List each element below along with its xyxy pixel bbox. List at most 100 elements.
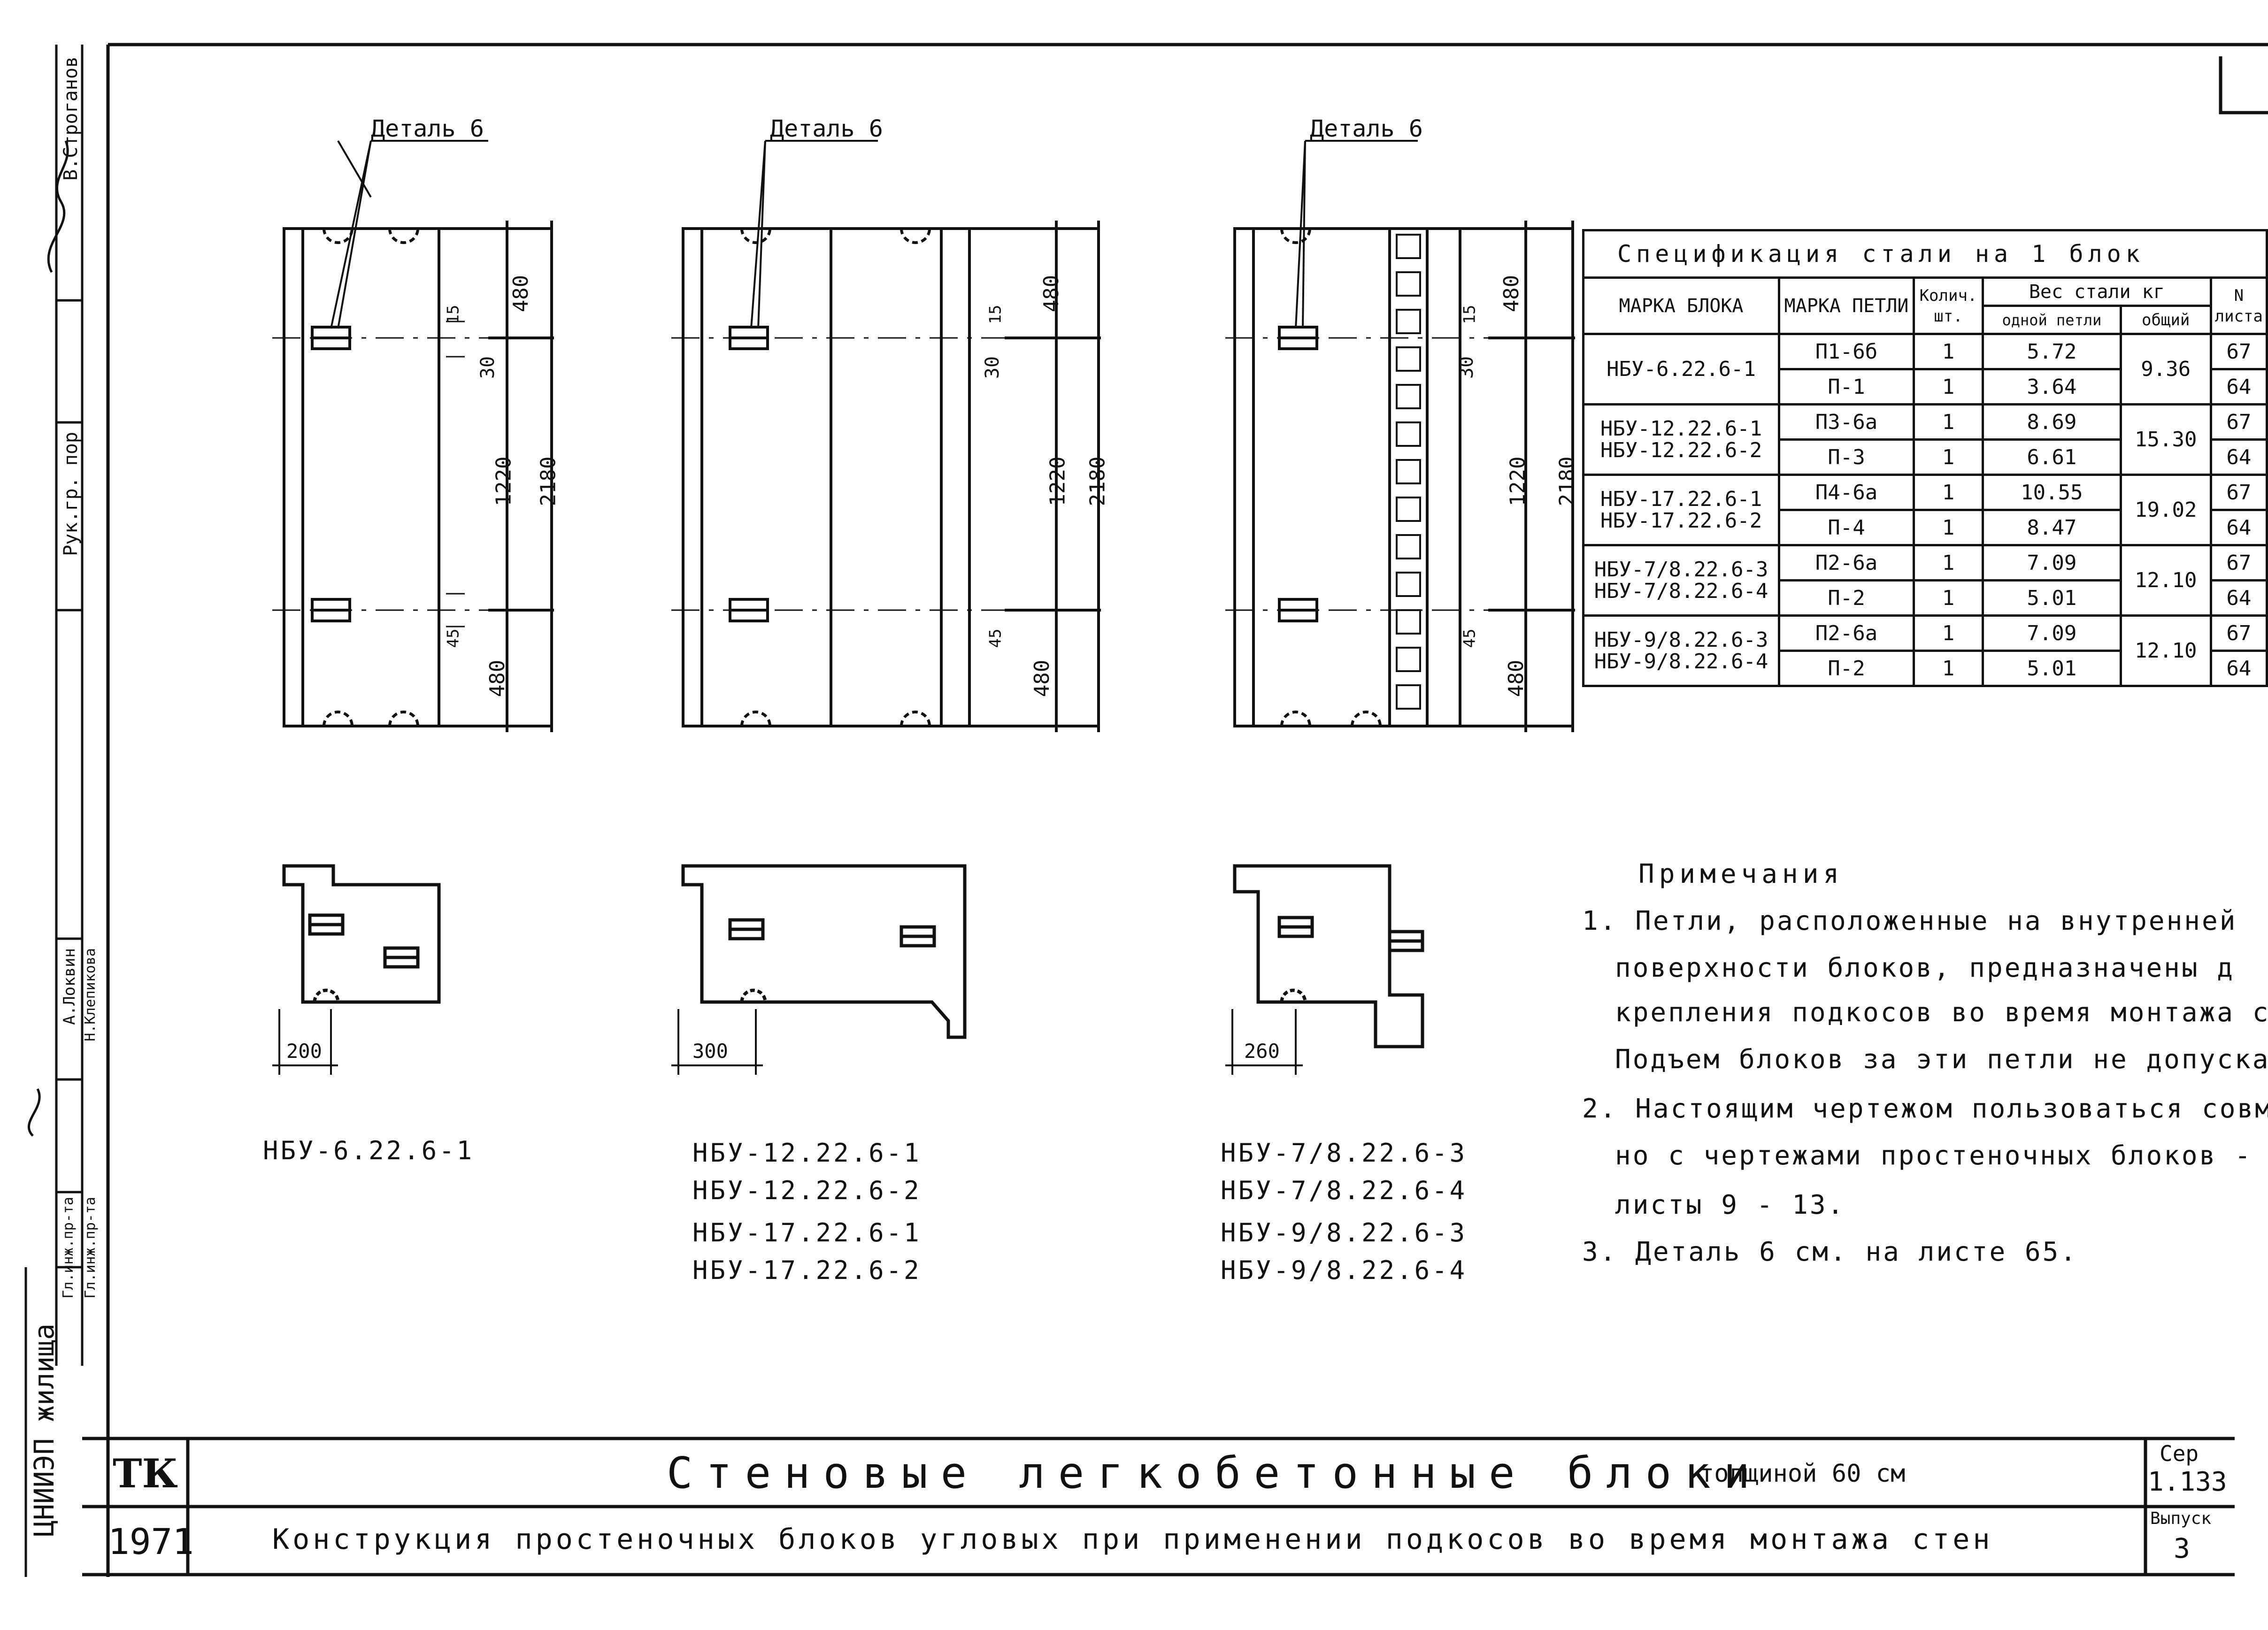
thickness: толщиной 60 см [1699,1460,1906,1488]
cell-qty: 1 [1913,333,1984,370]
stamp-role-top: Рук.гр. пор [60,432,82,556]
spec-row: НБУ-9/8.22.6-3 НБУ-9/8.22.6-4 П2-6а 1 7.… [1582,614,2268,687]
cell-sheet: 67 [2209,333,2268,370]
cell-total: 12.10 [2119,544,2212,617]
dim-middle-2: 1220 [1046,456,1070,506]
cell-total: 9.36 [2119,333,2212,406]
cell-loop: П2-6а [1778,614,1915,652]
detail-callout-1: Деталь 6 [371,115,484,142]
org-code: ТК [113,1450,178,1497]
cell-weight: 10.55 [1982,474,2122,511]
cell-weight: 5.01 [1982,650,2122,687]
dim-small-1b: 15 [444,305,463,324]
note-line: листы 9 - 13. [1615,1190,1845,1220]
section-1 [272,864,441,1075]
cell-sheet: 67 [2209,403,2268,441]
block-mark-group2-3: НБУ-17.22.6-2 [692,1255,922,1285]
block-mark-group2-1: НБУ-12.22.6-2 [692,1176,922,1205]
cell-loop: П4-6а [1778,474,1915,511]
section-2-width: 300 [692,1040,728,1063]
note-line: Подъем блоков за эти петли не допускаетс [1615,1044,2268,1075]
drawing-title: Стеновые легкобетонные блоки [667,1448,1763,1498]
section-2 [671,864,967,1075]
block-mark-group3-3: НБУ-9/8.22.6-4 [1221,1255,1468,1285]
dim-total-1: 2180 [536,456,561,506]
dim-small-2a: 30 [982,356,1004,379]
cell-qty: 1 [1913,368,1984,406]
spec-row: НБУ-7/8.22.6-3 НБУ-7/8.22.6-4 П2-6а 1 7.… [1582,544,2268,617]
dim-top-2: 480 [1039,275,1064,313]
cell-sheet: 67 [2209,544,2268,582]
cell-total: 15.30 [2119,403,2212,476]
cell-total: 12.10 [2119,614,2212,687]
cell-block: НБУ-17.22.6-1 НБУ-17.22.6-2 [1582,474,1780,546]
cell-weight: 3.64 [1982,368,2122,406]
stamp-role2: Гл.инж.пр-та [82,1197,99,1299]
dim-small-3b: 15 [1460,305,1479,324]
dim-small-2c: 45 [986,628,1005,648]
cell-weight: 5.01 [1982,579,2122,617]
cell-block: НБУ-12.22.6-1 НБУ-12.22.6-2 [1582,403,1780,476]
hdr-steel-weight: Вес стали кг [1982,276,2212,307]
cell-loop: П-4 [1778,509,1915,546]
year: 1971 [108,1521,194,1562]
stamp-author: В.Строганов [60,56,82,181]
cell-total: 19.02 [2119,474,2212,546]
dim-total-2: 2180 [1085,456,1110,506]
note-line: 1. Петли, расположенные на внутренней [1582,906,2237,936]
cell-weight: 7.09 [1982,614,2122,652]
dim-bottom-2: 480 [1030,659,1054,697]
dim-middle-1: 1220 [492,456,516,506]
note-line: поверхности блоков, предназначены д [1615,953,2235,983]
spec-row: П-1 1 3.64 64 [1584,368,2268,406]
cell-weight: 5.72 [1982,333,2122,370]
drawing-subtitle: Конструкция простеночных блоков угловых … [272,1523,1993,1556]
cell-loop: П3-6а [1778,403,1915,441]
dim-small-3c: 45 [1460,628,1479,648]
cell-block: НБУ-9/8.22.6-3 НБУ-9/8.22.6-4 [1582,614,1780,687]
elevation-3 [1225,140,1575,732]
block-mark-group3-2: НБУ-9/8.22.6-3 [1221,1218,1468,1247]
spec-row: НБУ-17.22.6-1 НБУ-17.22.6-2 П4-6а 1 10.5… [1582,474,2268,546]
cell-sheet: 64 [2209,650,2268,687]
cell-qty: 1 [1913,438,1984,476]
hdr-total: общий [2119,305,2212,335]
stamp-institute: ЦНИИЭП жилища [28,1324,60,1537]
hdr-sheet-no: N листа [2209,276,2268,335]
hdr-qty: Колич. шт. [1913,276,1984,335]
cell-loop: П-2 [1778,579,1915,617]
dim-small-1c: 45 [444,628,463,648]
block-mark-group3-1: НБУ-7/8.22.6-4 [1221,1176,1468,1205]
hdr-loop-mark: МАРКА ПЕТЛИ [1778,276,1915,335]
detail-callout-3: Деталь 6 [1310,115,1423,142]
issue-value: 3 [2174,1532,2190,1564]
cell-block: НБУ-6.22.6-1 [1582,333,1780,406]
section-1-width: 200 [286,1040,322,1063]
note-line: 3. Деталь 6 см. на листе 65. [1582,1237,2078,1267]
steel-spec-table: Спецификация стали на 1 блок МАРКА БЛОКА… [1582,229,2268,687]
cell-sheet: 67 [2209,474,2268,511]
cell-weight: 6.61 [1982,438,2122,476]
dim-bottom-1: 480 [485,659,510,697]
dim-bottom-3: 480 [1504,659,1529,697]
block-mark-group2-0: НБУ-12.22.6-1 [692,1138,922,1168]
cell-qty: 1 [1913,509,1984,546]
cell-loop: П2-6а [1778,544,1915,582]
dim-small-2b: 15 [986,305,1005,324]
cell-sheet: 67 [2209,614,2268,652]
cell-qty: 1 [1913,403,1984,441]
dim-total-3: 2180 [1555,456,1579,506]
section-3 [1225,864,1424,1075]
spec-row: П-4 1 8.47 64 [1584,509,2268,546]
cell-weight: 7.09 [1982,544,2122,582]
spec-row: НБУ-6.22.6-1 П1-6б 1 5.72 9.36 67 [1582,333,2268,406]
series-label: Сер [2160,1441,2199,1466]
spec-row: НБУ-12.22.6-1 НБУ-12.22.6-2 П3-6а 1 8.69… [1582,403,2268,476]
block-mark-group3-0: НБУ-7/8.22.6-3 [1221,1138,1468,1168]
dim-top-3: 480 [1499,275,1524,313]
cell-qty: 1 [1913,650,1984,687]
cell-qty: 1 [1913,474,1984,511]
sheet-frame [82,43,2268,1577]
cell-qty: 1 [1913,614,1984,652]
